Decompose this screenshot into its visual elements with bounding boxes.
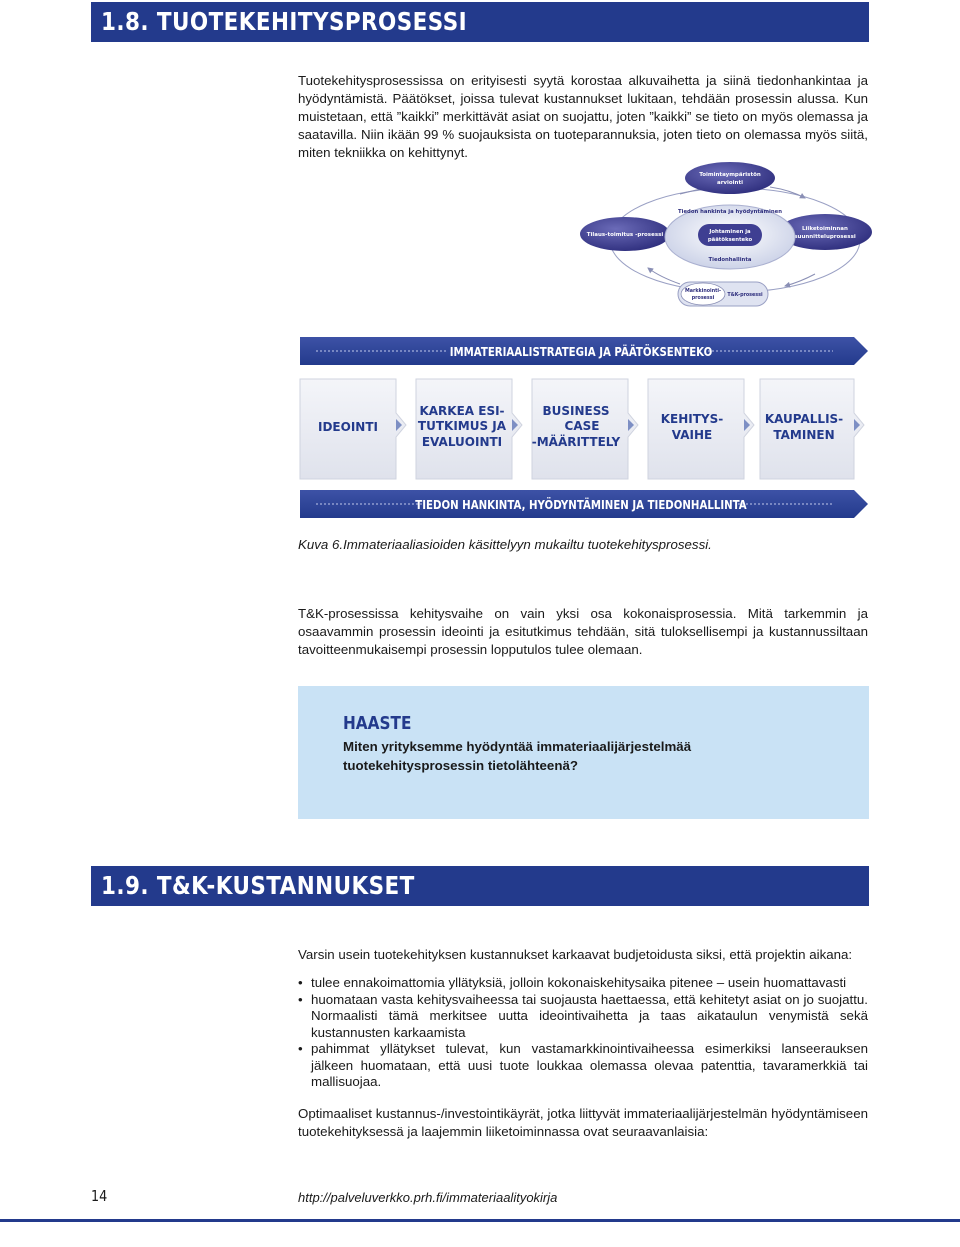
process-cycle-diagram: Toimintaympäristön arviointi Tilaus-toim… [580,162,872,307]
intro-paragraph: Tuotekehitysprosessissa on erityisesti s… [298,72,868,162]
list-item: tulee ennakoimattomia yllätyksiä, jolloi… [298,975,868,992]
costs-intro: Varsin usein tuotekehityksen kustannukse… [298,946,868,964]
step-development [647,378,755,480]
footer-rule [0,1219,960,1222]
footer-url[interactable]: http://palveluverkko.prh.fi/immateriaali… [298,1190,558,1205]
rd-paragraph-text: T&K-prosessissa kehitysvaihe on vain yks… [298,606,868,657]
list-item: huomataan vasta kehitysvaiheessa tai suo… [298,992,868,1042]
strategy-banner [300,337,868,365]
center-top-label: Tiedon hankinta ja hyödyntäminen [678,209,782,215]
closing-text: Optimaaliset kustannus-/investointikäyrä… [298,1106,868,1139]
figure-caption: Kuva 6.Immateriaaliasioiden käsittelyyn … [298,537,712,552]
step-prestudy [415,378,523,480]
section-header-bar-2: 1.9. T&K-KUSTANNUKSET [91,866,869,906]
node-order-delivery [580,217,670,251]
product-development-process-diagram: IMMATERIAALISTRATEGIA JA PÄÄTÖKSENTEKO I… [299,337,868,518]
node-management-label-2: päätöksenteko [708,237,753,243]
node-marketing-label-2: prosessi [692,295,715,301]
step-business-case-label-3: -MÄÄRITTELY [532,434,621,449]
node-management [698,224,762,246]
center-bottom-label: Tiedonhallinta [709,257,752,263]
step-prestudy-label-2: TUTKIMUS JA [418,419,507,433]
step-business-case-label-2: CASE [565,419,600,433]
step-commercialization [759,378,865,480]
step-business-case [531,378,639,480]
node-management-label-1: Johtaminen ja [708,229,751,235]
intro-text: Tuotekehitysprosessissa on erityisesti s… [298,73,868,160]
node-business-planning-label-1: Liiketoiminnan [802,226,848,232]
costs-bullet-list: tulee ennakoimattomia yllätyksiä, jolloi… [298,975,868,1091]
section-header-bar: 1.8. TUOTEKEHITYSPROSESSI [91,2,869,42]
rd-paragraph: T&K-prosessissa kehitysvaihe on vain yks… [298,605,868,659]
step-prestudy-label-3: EVALUOINTI [422,435,502,449]
step-development-label-1: KEHITYS- [661,412,724,426]
node-business-planning-label-2: suunnitteluprosessi [794,234,856,240]
step-commercialization-label-2: TAMINEN [773,428,834,442]
page-number: 14 [91,1187,108,1205]
section-title: 1.8. TUOTEKEHITYSPROSESSI [101,7,468,36]
closing-paragraph: Optimaaliset kustannus-/investointikäyrä… [298,1105,868,1141]
node-rd-label: T&K-prosessi [727,292,763,298]
knowledge-banner [300,490,868,518]
node-environment-label-1: Toimintaympäristön [699,172,761,178]
step-prestudy-label-1: KARKEA ESI- [419,404,504,418]
strategy-banner-label: IMMATERIAALISTRATEGIA JA PÄÄTÖKSENTEKO [450,344,713,359]
step-business-case-label-1: BUSINESS [543,404,610,418]
node-environment-label-2: arviointi [717,180,743,186]
node-marketing-label-1: Markkinointi- [685,288,721,294]
knowledge-banner-label: TIEDON HANKINTA, HYÖDYNTÄMINEN JA TIEDON… [415,497,747,512]
node-order-delivery-label: Tilaus-toimitus -prosessi [587,232,664,238]
challenge-title: HAASTE [343,713,412,734]
process-steps: IDEOINTI KARKEA ESI- TUTKIMUS JA EVALUOI… [299,378,865,480]
challenge-box: HAASTE Miten yrityksemme hyödyntää immat… [298,686,869,819]
step-commercialization-label-1: KAUPALLIS- [765,412,843,426]
step-ideation-label: IDEOINTI [318,420,378,434]
step-ideation [299,378,407,480]
challenge-question: Miten yrityksemme hyödyntää immateriaali… [343,739,692,773]
step-development-label-2: VAIHE [672,428,712,442]
section-title-2: 1.9. T&K-KUSTANNUKSET [101,871,415,900]
node-marketing [680,282,726,306]
list-item: pahimmat yllätykset tulevat, kun vastama… [298,1041,868,1091]
node-business-planning [778,214,872,250]
costs-intro-text: Varsin usein tuotekehityksen kustannukse… [298,947,853,962]
node-environment-assessment [685,162,775,194]
